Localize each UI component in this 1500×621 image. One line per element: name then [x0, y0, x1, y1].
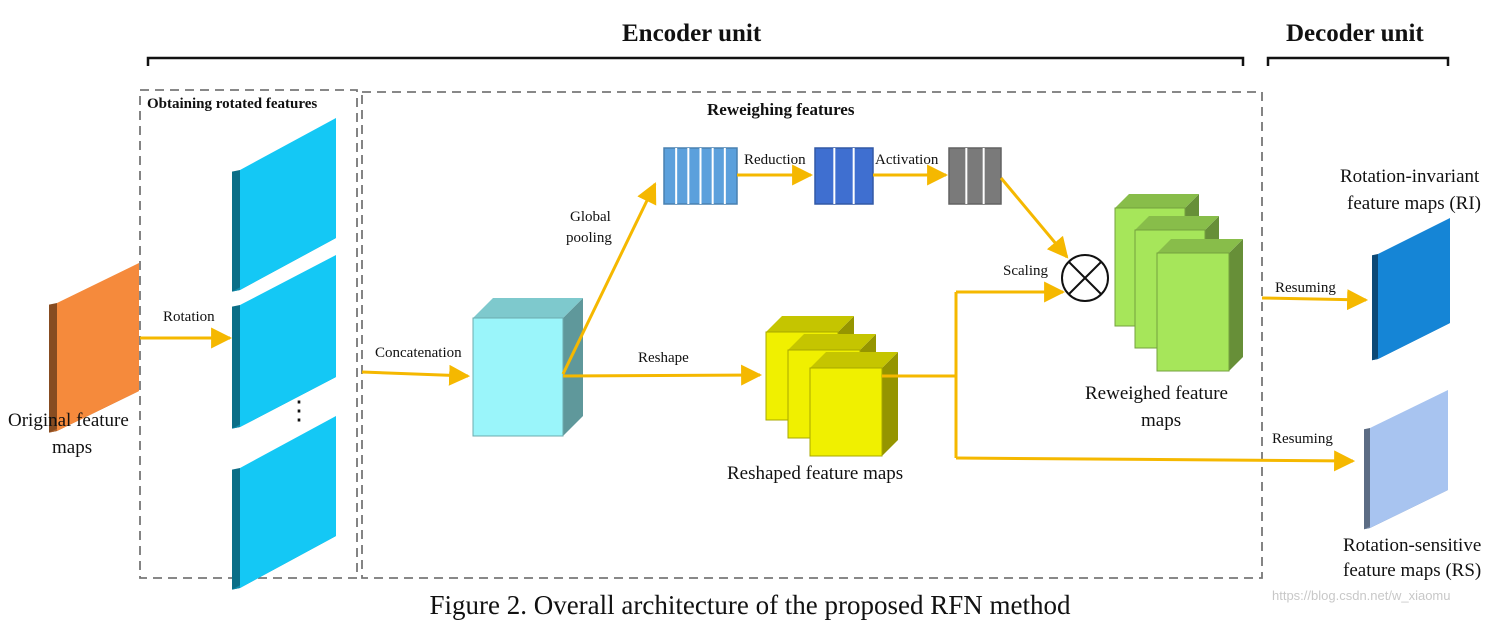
- decoder-unit-header: Decoder unit: [1286, 20, 1424, 47]
- arrow-resuming-rs: [955, 450, 1356, 472]
- encoder-unit-header: Encoder unit: [622, 20, 762, 47]
- scaling-multiply-icon: [1061, 254, 1109, 302]
- global-pooling-label-line1: Global: [570, 209, 611, 225]
- ellipsis-label: ⋮: [286, 396, 312, 425]
- rotated-feature-map-2: [232, 255, 336, 429]
- reduction-label: Reduction: [744, 152, 806, 168]
- ri-label-line1: Rotation-invariant: [1340, 166, 1480, 187]
- activated-vector: [948, 147, 1002, 205]
- arrow-resuming-ri: [1261, 289, 1369, 311]
- rs-label-line1: Rotation-sensitive: [1343, 535, 1482, 556]
- concatenation-label: Concatenation: [375, 345, 462, 361]
- arrow-to-scaling: [999, 177, 1069, 259]
- watermark: https://blog.csdn.net/w_xiaomu: [1272, 588, 1451, 603]
- ri-label-line2: feature maps (RI): [1347, 193, 1481, 214]
- original-label-line1: Original feature: [8, 410, 129, 431]
- encoder-bracket: [146, 56, 1245, 66]
- reduced-vector: [814, 147, 874, 205]
- arrow-reshape: [562, 364, 763, 386]
- rotated-feature-map-3: [232, 416, 336, 590]
- obtaining-section-title: Obtaining rotated features: [147, 96, 318, 112]
- reweighing-section-title: Reweighing features: [707, 100, 855, 119]
- reweighed-label-line2: maps: [1141, 410, 1182, 431]
- ri-feature-map: [1372, 218, 1450, 361]
- reweighed-feature-map-3: [1156, 239, 1243, 372]
- resuming-top-label: Resuming: [1275, 280, 1336, 296]
- reshaped-feature-map-3: [809, 352, 898, 457]
- activation-label: Activation: [875, 152, 939, 168]
- rs-label-line2: feature maps (RS): [1343, 560, 1482, 581]
- global-pooled-vector: [663, 147, 738, 205]
- reshaped-label: Reshaped feature maps: [727, 463, 904, 484]
- resuming-bottom-label: Resuming: [1272, 431, 1333, 447]
- concatenated-feature-map: [472, 298, 583, 437]
- global-pooling-label-line2: pooling: [566, 230, 612, 246]
- arrow-concatenation: [361, 364, 471, 386]
- original-label-line2: maps: [52, 437, 93, 458]
- scaling-label: Scaling: [1003, 263, 1048, 279]
- rotated-feature-map-1: [232, 118, 336, 292]
- original-feature-map: [49, 263, 139, 433]
- rotation-label: Rotation: [163, 309, 215, 325]
- arrow-global-pooling: [561, 182, 657, 375]
- reshape-label: Reshape: [638, 350, 689, 366]
- decoder-bracket: [1266, 56, 1450, 66]
- rs-feature-map: [1364, 390, 1448, 530]
- reweighing-section-box: [361, 91, 1263, 579]
- reweighed-label-line1: Reweighed feature: [1085, 383, 1228, 404]
